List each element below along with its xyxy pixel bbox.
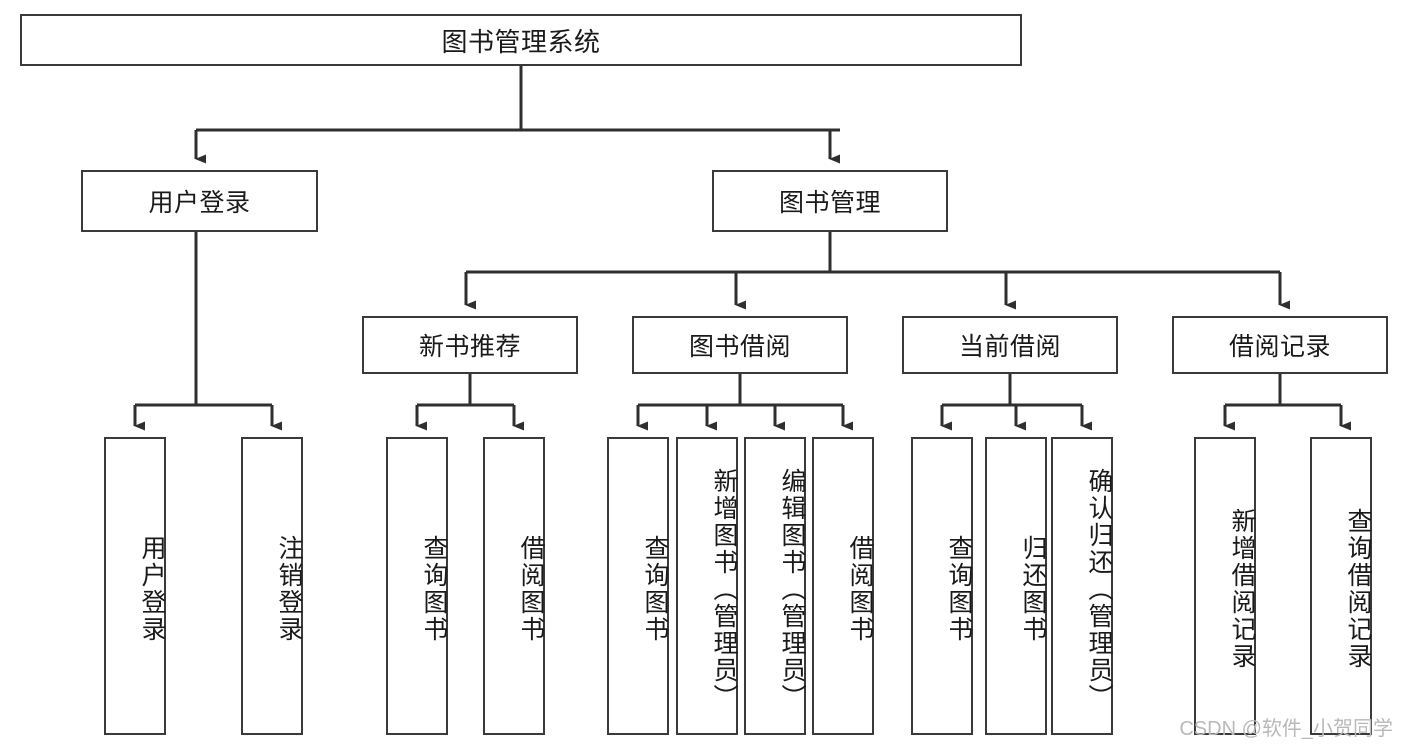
leaf-return-book[interactable]: 归还图书 [985,437,1047,735]
leaf-add-borrow-record-label: 新增借阅记录 [1228,508,1256,670]
leaf-query-book-borrow[interactable]: 查询图书 [607,437,669,735]
leaf-query-book-recommend[interactable]: 查询图书 [386,437,448,735]
node-user-login-label: 用户登录 [148,189,251,217]
node-book-management[interactable]: 图书管理 [712,170,948,232]
leaf-edit-book-admin-label: 编辑图书（管理员） [778,467,806,711]
leaf-add-book-admin-label: 新增图书（管理员） [710,467,738,711]
leaf-query-borrow-record[interactable]: 查询借阅记录 [1310,437,1372,735]
leaf-confirm-return-admin-label: 确认归还（管理员） [1085,467,1113,711]
leaf-query-borrow-record-label: 查询借阅记录 [1344,508,1372,670]
leaf-user-login-label: 用户登录 [138,535,166,643]
leaf-borrow-book[interactable]: 借阅图书 [812,437,874,735]
node-borrow-record-label: 借阅记录 [1228,333,1331,361]
node-new-book-recommend-label: 新书推荐 [418,333,521,361]
leaf-user-login[interactable]: 用户登录 [104,437,166,735]
node-book-management-label: 图书管理 [778,189,881,217]
node-root[interactable]: 图书管理系统 [20,14,1022,66]
leaf-confirm-return-admin[interactable]: 确认归还（管理员） [1051,437,1113,735]
leaf-logout-label: 注销登录 [275,535,303,643]
leaf-add-borrow-record[interactable]: 新增借阅记录 [1194,437,1256,735]
leaf-borrow-book-label: 借阅图书 [846,535,874,643]
leaf-query-book-borrow-label: 查询图书 [641,535,669,643]
leaf-logout[interactable]: 注销登录 [241,437,303,735]
node-current-borrow[interactable]: 当前借阅 [902,316,1118,374]
node-borrow-record[interactable]: 借阅记录 [1172,316,1388,374]
leaf-borrow-book-recommend-label: 借阅图书 [517,535,545,643]
leaf-query-book-current[interactable]: 查询图书 [911,437,973,735]
node-new-book-recommend[interactable]: 新书推荐 [362,316,578,374]
node-book-borrow[interactable]: 图书借阅 [632,316,848,374]
node-user-login[interactable]: 用户登录 [81,170,318,232]
node-book-borrow-label: 图书借阅 [688,333,791,361]
leaf-add-book-admin[interactable]: 新增图书（管理员） [676,437,738,735]
node-root-label: 图书管理系统 [441,26,601,57]
node-current-borrow-label: 当前借阅 [958,333,1061,361]
leaf-query-book-recommend-label: 查询图书 [420,535,448,643]
leaf-borrow-book-recommend[interactable]: 借阅图书 [483,437,545,735]
leaf-return-book-label: 归还图书 [1019,535,1047,643]
leaf-edit-book-admin[interactable]: 编辑图书（管理员） [744,437,806,735]
leaf-query-book-current-label: 查询图书 [945,535,973,643]
